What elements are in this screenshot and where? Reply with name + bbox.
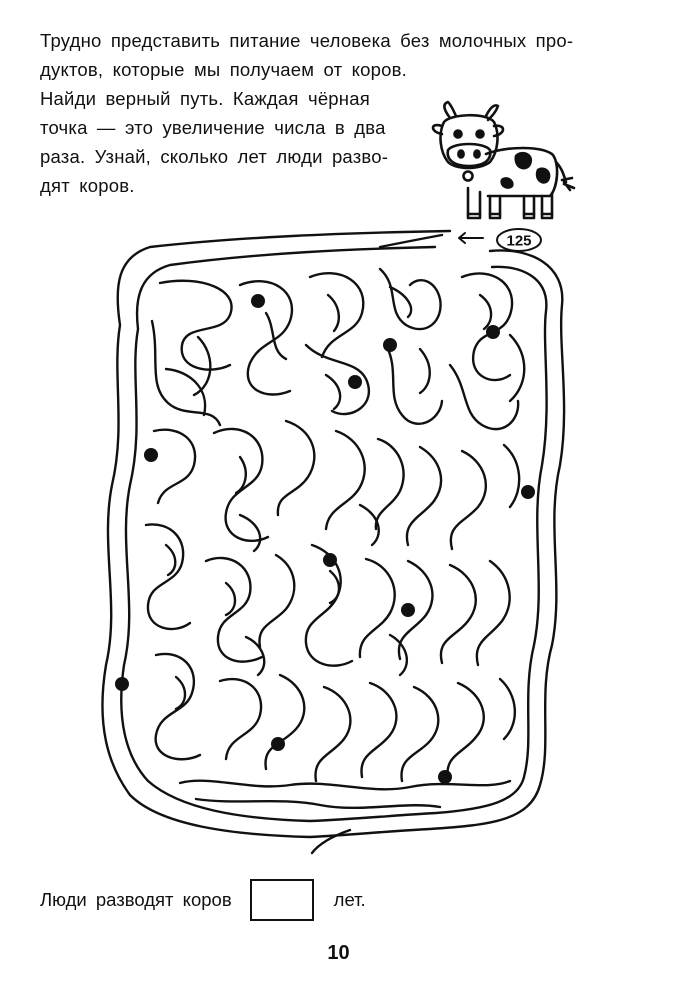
- maze[interactable]: [90, 225, 590, 865]
- maze-dot: [438, 770, 452, 784]
- maze-dot: [401, 603, 415, 617]
- maze-dot: [383, 338, 397, 352]
- maze-dot: [251, 294, 265, 308]
- task-text: Трудно представить питание человека без …: [40, 26, 640, 200]
- answer-suffix: лет.: [333, 889, 366, 910]
- answer-row: Люди разводят коров лет.: [40, 878, 366, 922]
- maze-dot: [521, 485, 535, 499]
- maze-dot: [115, 677, 129, 691]
- task-line-2: дуктов, которые мы получаем от коров.: [40, 59, 407, 80]
- maze-dot: [323, 553, 337, 567]
- maze-dot: [486, 325, 500, 339]
- maze-dot: [348, 375, 362, 389]
- cow-icon: [431, 100, 576, 220]
- task-line-6: дят коров.: [40, 175, 135, 196]
- answer-prefix: Люди разводят коров: [40, 889, 232, 910]
- task-line-3: Найди верный путь. Каждая чёрная: [40, 88, 370, 109]
- maze-dot: [144, 448, 158, 462]
- page-number: 10: [327, 942, 350, 964]
- task-line-1: Трудно представить питание человека без …: [40, 30, 574, 51]
- task-line-4: точка — это увеличение числа в два: [40, 117, 386, 138]
- task-line-5: раза. Узнай, сколько лет люди разво-: [40, 146, 389, 167]
- start-value: 125: [506, 233, 531, 250]
- start-marker: 125: [458, 228, 542, 252]
- maze-dot: [271, 737, 285, 751]
- answer-box[interactable]: [249, 879, 314, 921]
